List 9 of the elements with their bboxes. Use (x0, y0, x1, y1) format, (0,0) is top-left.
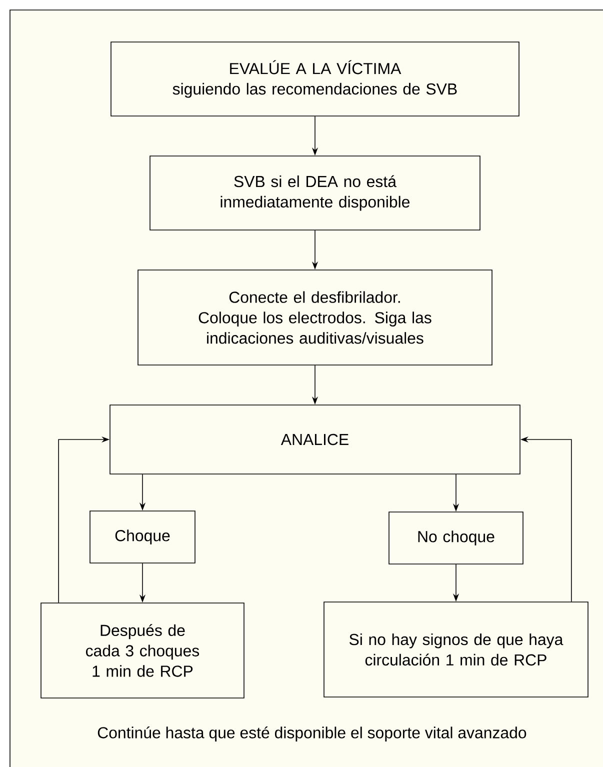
note-text: Continúe hasta que esté disponible el soporte vital avanzado (98, 726, 526, 742)
process-box: ANALICE (110, 404, 520, 474)
process-box: Si no hay signos de que haya circulación 1 min de RCP (324, 602, 588, 698)
process-box: SVB si el DEA no está inmediatamente disponible (150, 156, 480, 230)
process-box: No choque (388, 512, 524, 564)
process-box: EVALÚE A LA VÍCTIMA siguiendo las recomendaciones de SVB (110, 42, 520, 116)
process-box: Conecte el desfibrilador. Coloque los electrodos. Siga las indicaciones auditivas/visuales (138, 270, 492, 366)
process-box: Después de cada 3 choques 1 min de RCP (40, 602, 244, 698)
process-box: Choque (90, 510, 196, 564)
